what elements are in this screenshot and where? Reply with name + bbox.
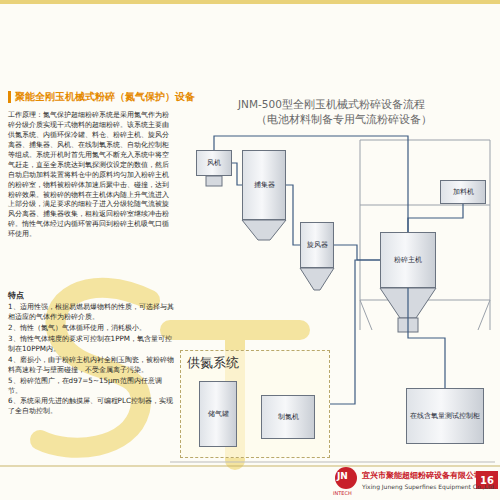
pipe-connector [408,288,445,388]
feature-item: 2、惰性（氮气）气体循环使用，消耗极小。 [8,323,174,333]
node-label: 捕集器 [254,181,275,189]
label: 宜兴市聚能超细粉碎设备有限公司 [362,470,482,481]
node-label: 储气罐 [208,410,229,418]
mill-box: 粉碎主机 [380,232,436,288]
tank-box: 储气罐 [199,381,237,447]
page-title: 聚能全刚玉机械式粉碎（氮气保护）设备 [15,90,195,104]
principle-text: 工作原理：氮气保护超细粉碎系统是采用氮气作为粉碎分级介质实现干式物料的超细粉碎。… [8,110,170,239]
node-label: 旋风器 [307,241,328,249]
label: JN [337,471,348,481]
feature-heading: 特点 [8,290,174,301]
label: Yixing Juneng Superfines Equipment Co.,L… [362,483,496,490]
feature-item: 6、系统采用先进的触摸屏、可编程PLC控制器，实现了全自动控制。 [8,396,174,416]
fan-box: 风机 [196,150,232,176]
generator-box: 制氮机 [261,395,315,439]
pipe-connector [408,204,463,232]
label: INTECH [333,490,352,496]
control-cabinet: 在线含氧量测试控制柜 [406,388,484,444]
footer [0,466,500,489]
feature-item: 3、惰性气体纯度的要求可控制在1PPM，氧含量可控制在10PPM内。 [8,334,174,354]
node-label: 粉碎主机 [394,256,422,264]
label: JNM-500型全刚玉机械式粉碎设备流程 [238,98,425,112]
steel-frame [360,140,490,330]
text-column: 工作原理：氮气保护超细粉碎系统是采用氮气作为粉碎分级介质实现干式物料的超细粉碎。… [8,110,170,240]
node-label: 供氮系统 [187,354,239,372]
pipe-connector [334,245,380,260]
pipe-connector [232,163,242,185]
feature-item: 1、适用性强，根据易燃易爆物料的性质，可选择与其相适应的气体作为粉碎介质。 [8,302,174,322]
feature-item: 4、磨损小，由于粉碎主机内衬全刚玉陶瓷，被粉碎物料高速粒子与壁面碰撞，不受金属离… [8,355,174,375]
pipe-connector [330,260,380,404]
label: （电池材料制备专用气流粉碎设备） [256,113,432,127]
feature-item: 5、粉碎范围广，在d97=5~15μm范围内任意调节。 [8,376,174,396]
cyclone-box: 旋风器 [300,222,334,268]
node-label: 加料机 [453,188,474,196]
node-label: 制氮机 [278,413,299,421]
nitrogen-region: 供氮系统储气罐 制氮机 [180,350,330,458]
title-bar [8,91,11,103]
collector-box: 捕集器 [242,150,286,220]
feeder-box: 加料机 [440,180,486,204]
floor [170,462,495,463]
node-label: 在线含氧量测试控制柜 [410,412,480,420]
pipe-connector [214,136,408,232]
node-label: 风机 [207,159,221,167]
feature-column: 特点1、适用性强，根据易燃易爆物料的性质，可选择与其相适应的气体作为粉碎介质。2… [8,290,174,417]
pipe-connector [286,185,300,245]
top-band [0,0,500,4]
machine-details [206,176,436,332]
